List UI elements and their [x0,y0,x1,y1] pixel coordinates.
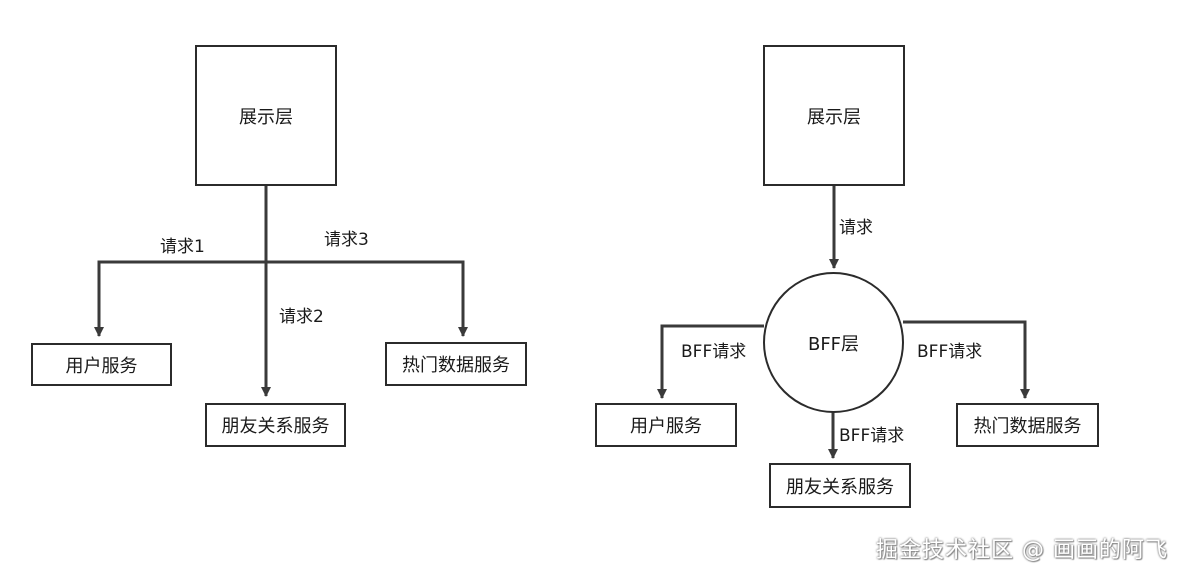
watermark-text: 掘金技术社区 @ 画画的阿飞 [876,538,1168,563]
left-hot-data-service-label: 热门数据服务 [402,355,510,376]
right-presentation-layer-box: 展示层 [763,45,905,186]
left-user-service-box: 用户服务 [31,343,172,386]
right-bff-user-line [657,324,764,399]
left-request-2-label: 请求2 [277,307,326,327]
right-user-service-label: 用户服务 [630,416,702,437]
right-presentation-layer-label: 展示层 [807,106,861,128]
right-bff-hot-line [903,320,1030,399]
bff-layer-circle: BFF层 [763,272,904,413]
right-friend-service-label: 朋友关系服务 [786,476,894,498]
right-friend-service-box: 朋友关系服务 [769,463,911,508]
left-friend-service-box: 朋友关系服务 [205,403,346,447]
right-user-service-box: 用户服务 [595,403,737,447]
right-bff-request-down-label: BFF请求 [837,426,907,446]
left-branch-hot-line [266,260,468,337]
left-friend-service-label: 朋友关系服务 [221,416,330,437]
left-request-1-label: 请求1 [158,237,207,257]
right-request-label: 请求 [837,218,875,238]
right-bff-request-left-label: BFF请求 [679,342,749,362]
right-bff-request-right-label: BFF请求 [915,342,985,362]
right-hot-data-service-box: 热门数据服务 [956,403,1099,447]
left-user-service-label: 用户服务 [65,355,138,377]
left-request-3-label: 请求3 [322,230,371,250]
left-hot-data-service-box: 热门数据服务 [385,342,527,386]
bff-layer-label: BFF层 [807,333,860,355]
right-hot-data-service-label: 热门数据服务 [973,416,1082,437]
left-presentation-layer-label: 展示层 [239,106,293,128]
left-presentation-layer-box: 展示层 [195,45,337,186]
left-branch-user-line [94,260,266,337]
